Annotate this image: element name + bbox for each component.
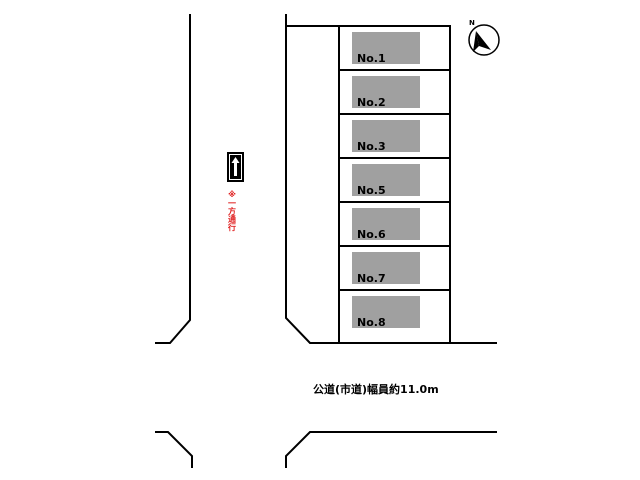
lot-1-label: No.1 <box>357 52 386 65</box>
lot-8-label: No.8 <box>357 316 386 329</box>
lot-6[interactable]: No.6 <box>352 208 420 241</box>
lot-3-block <box>352 120 420 152</box>
lot-6-label: No.6 <box>357 228 386 241</box>
lower-right-curb <box>285 431 497 468</box>
lot-5-label: No.5 <box>357 184 386 197</box>
lot-7[interactable]: No.7 <box>352 252 420 285</box>
up-arrow-icon <box>231 157 240 176</box>
lot-5-block <box>352 164 420 196</box>
public-road-label: 公道(市道)幅員約11.0m <box>313 382 439 396</box>
one-way-sign <box>227 152 244 182</box>
north-arrow-icon <box>476 31 491 50</box>
north-label: N <box>469 19 475 27</box>
lower-left-curb <box>155 431 193 468</box>
lot-2[interactable]: No.2 <box>352 76 420 109</box>
lot-dividers <box>339 69 450 291</box>
site-boundary <box>286 25 451 343</box>
lot-6-block <box>352 208 420 240</box>
lot-5[interactable]: No.5 <box>352 164 420 197</box>
lot-3[interactable]: No.3 <box>352 120 420 153</box>
north-compass: N <box>468 19 500 56</box>
lot-8-block <box>352 296 420 328</box>
lot-7-label: No.7 <box>357 272 386 285</box>
side-street-right-curb <box>285 14 497 344</box>
lot-2-label: No.2 <box>357 96 386 109</box>
lot-8[interactable]: No.8 <box>352 296 420 329</box>
lot-3-label: No.3 <box>357 140 386 153</box>
lot-1[interactable]: No.1 <box>352 32 420 65</box>
lot-7-block <box>352 252 420 284</box>
one-way-label: ※一方通行 <box>227 189 236 232</box>
lot-1-block <box>352 32 420 64</box>
side-street-left-curb <box>155 14 191 344</box>
lot-2-block <box>352 76 420 108</box>
